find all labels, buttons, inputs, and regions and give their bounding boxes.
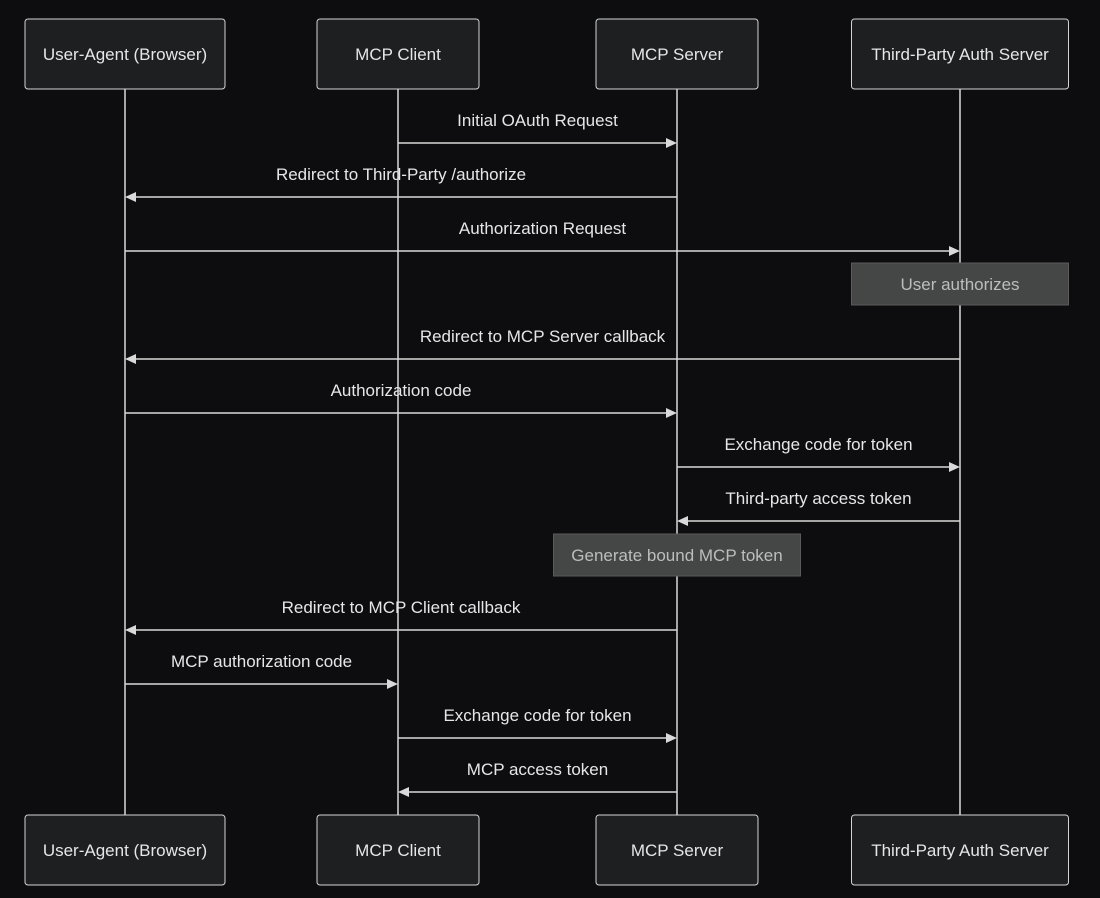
participant-ms-bottom: MCP Server <box>595 814 759 886</box>
message-arrow: Exchange code for token <box>398 706 677 743</box>
arrowhead-icon <box>387 679 398 689</box>
message-label: Exchange code for token <box>724 435 912 454</box>
message-arrow: MCP authorization code <box>125 652 398 689</box>
message-label: Authorization Request <box>459 219 627 238</box>
arrowhead-icon <box>666 138 677 148</box>
participant-label: User-Agent (Browser) <box>43 841 207 860</box>
arrowhead-icon <box>949 462 960 472</box>
message-arrow: Initial OAuth Request <box>398 111 677 148</box>
arrowhead-icon <box>125 354 136 364</box>
note-box <box>851 262 1069 306</box>
message-label: Third-party access token <box>725 489 911 508</box>
participant-ua-top: User-Agent (Browser) <box>24 18 226 90</box>
arrowhead-icon <box>949 246 960 256</box>
message-arrow: Exchange code for token <box>677 435 960 472</box>
participant-tp-bottom: Third-Party Auth Server <box>851 814 1069 886</box>
message-label: Redirect to MCP Client callback <box>282 598 521 617</box>
participant-box <box>595 814 759 886</box>
arrowhead-icon <box>125 625 136 635</box>
note-box <box>553 533 801 577</box>
participant-box <box>24 18 226 90</box>
participant-tp-top: Third-Party Auth Server <box>851 18 1069 90</box>
message-arrow: Redirect to MCP Client callback <box>125 598 677 635</box>
message-arrow: MCP access token <box>398 760 677 797</box>
arrowhead-icon <box>398 787 409 797</box>
participant-label: MCP Server <box>631 45 724 64</box>
message-label: Redirect to MCP Server callback <box>420 327 666 346</box>
note: User authorizes <box>851 262 1069 306</box>
message-arrow: Third-party access token <box>677 489 960 526</box>
participant-ua-bottom: User-Agent (Browser) <box>24 814 226 886</box>
participant-label: MCP Server <box>631 841 724 860</box>
arrowhead-icon <box>677 516 688 526</box>
message-label: Redirect to Third-Party /authorize <box>276 165 526 184</box>
message-label: MCP access token <box>467 760 608 779</box>
participant-mc-top: MCP Client <box>316 18 480 90</box>
note-label: User authorizes <box>900 275 1019 294</box>
participant-label: User-Agent (Browser) <box>43 45 207 64</box>
message-arrow: Redirect to Third-Party /authorize <box>125 165 677 202</box>
message-label: Authorization code <box>331 381 472 400</box>
participant-box <box>851 814 1069 886</box>
message-label: Initial OAuth Request <box>457 111 618 130</box>
participant-mc-bottom: MCP Client <box>316 814 480 886</box>
message-label: MCP authorization code <box>171 652 352 671</box>
arrowhead-icon <box>666 408 677 418</box>
participant-box <box>595 18 759 90</box>
arrowhead-icon <box>666 733 677 743</box>
participant-label: MCP Client <box>355 45 441 64</box>
message-arrow: Authorization Request <box>125 219 960 256</box>
message-label: Exchange code for token <box>443 706 631 725</box>
participant-box <box>316 18 480 90</box>
participant-label: Third-Party Auth Server <box>871 45 1049 64</box>
participant-label: MCP Client <box>355 841 441 860</box>
message-arrow: Authorization code <box>125 381 677 418</box>
participant-label: Third-Party Auth Server <box>871 841 1049 860</box>
arrowhead-icon <box>125 192 136 202</box>
note: Generate bound MCP token <box>553 533 801 577</box>
participant-box <box>316 814 480 886</box>
message-arrow: Redirect to MCP Server callback <box>125 327 960 364</box>
participant-box <box>24 814 226 886</box>
participant-box <box>851 18 1069 90</box>
note-label: Generate bound MCP token <box>571 546 782 565</box>
participant-ms-top: MCP Server <box>595 18 759 90</box>
